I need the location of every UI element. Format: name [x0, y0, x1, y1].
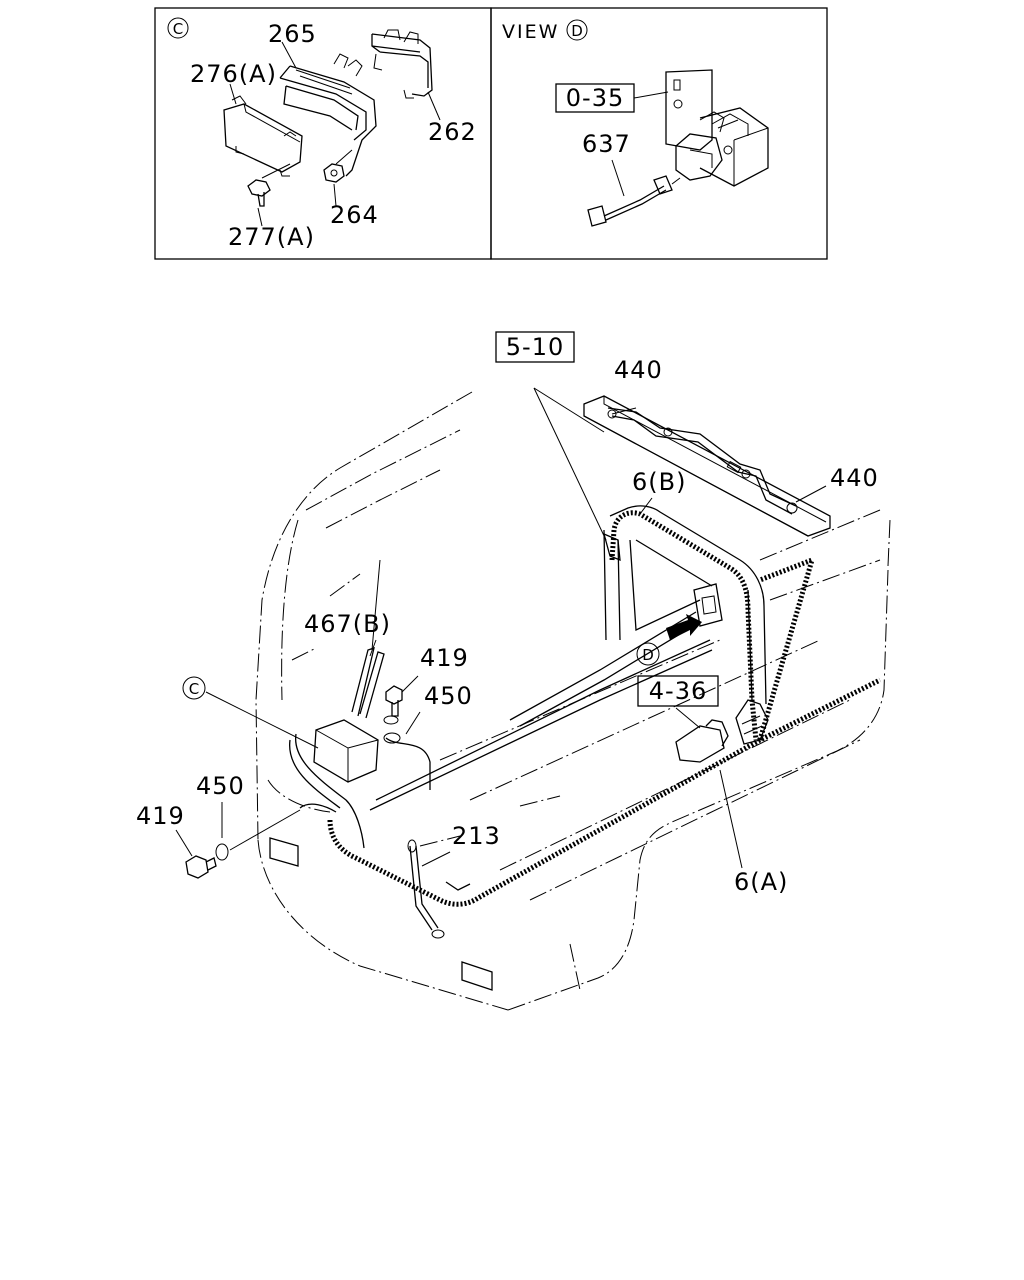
crossmember-440-drawing: [583, 395, 831, 537]
bolt-277a-drawing: [247, 163, 291, 207]
marker-d-circle-main: [636, 642, 660, 666]
bolt-419-left-drawing: [175, 829, 217, 879]
label-450-top: 450: [424, 682, 473, 710]
front-lamp-left: [269, 837, 299, 867]
cover-276a-drawing: [223, 95, 303, 177]
cab-body-outline: [255, 391, 891, 1011]
label-419-left: 419: [136, 802, 185, 830]
ref-5-10-label: 5-10: [506, 333, 564, 361]
washer-450-left-drawing: [215, 802, 337, 861]
harness-6a-drawing: [327, 555, 882, 907]
ref-0-35-leader: [633, 91, 669, 99]
label-637: 637: [582, 130, 631, 158]
front-lamp-right: [461, 961, 493, 991]
main-leaders: [205, 387, 827, 869]
bracket-262-drawing: [371, 29, 433, 99]
harness-637-drawing: [587, 159, 681, 227]
ref-0-35-label: 0-35: [566, 84, 624, 112]
label-440-right: 440: [830, 464, 879, 492]
view-title: VIEW: [502, 21, 559, 43]
relay-4-36-drawing: [675, 699, 769, 763]
harness-6b-drawing: [603, 510, 759, 741]
label-213: 213: [452, 822, 501, 850]
marker-d-letter-main: D: [642, 646, 654, 664]
label-467b: 467(B): [304, 610, 391, 638]
ref-box-5-10: [495, 331, 575, 363]
label-277a: 277(A): [228, 223, 315, 251]
label-264: 264: [330, 201, 379, 229]
marker-d-circle-inset: [566, 19, 588, 41]
washer-450-top-drawing: [383, 711, 431, 790]
harness-main-run: [369, 611, 713, 811]
arrow-icon: [666, 614, 702, 640]
ref-4-36-label: 4-36: [649, 677, 707, 705]
box-c-mounted-drawing: [289, 559, 385, 849]
marker-c-circle: [167, 17, 189, 39]
ground-wire-213-drawing: [407, 839, 471, 939]
marker-c-circle-main: [182, 676, 206, 700]
label-419-top: 419: [420, 644, 469, 672]
label-276a: 276(A): [190, 60, 277, 88]
marker-c-letter-main: C: [189, 680, 199, 698]
marker-c-letter: C: [173, 20, 183, 38]
inset-panel-view-d: VIEW D 0-35 637: [490, 7, 828, 260]
inset-d-frame: [490, 7, 828, 260]
ref-box-4-36: [637, 675, 719, 707]
label-6a: 6(A): [734, 868, 788, 896]
nut-264-drawing: [323, 149, 353, 183]
bolt-419-top-drawing: [383, 675, 419, 725]
inset-c-leaders: [229, 41, 441, 227]
case-265-drawing: [279, 53, 377, 177]
marker-d-letter-inset: D: [571, 22, 583, 40]
label-450-left: 450: [196, 772, 245, 800]
inset-panel-c: C: [154, 7, 492, 260]
label-265: 265: [268, 20, 317, 48]
label-262: 262: [428, 118, 477, 146]
label-6b: 6(B): [632, 468, 686, 496]
view-d-bracket-drawing: [665, 69, 769, 187]
connector-view-d-location: [666, 583, 723, 640]
label-440-top: 440: [614, 356, 663, 384]
